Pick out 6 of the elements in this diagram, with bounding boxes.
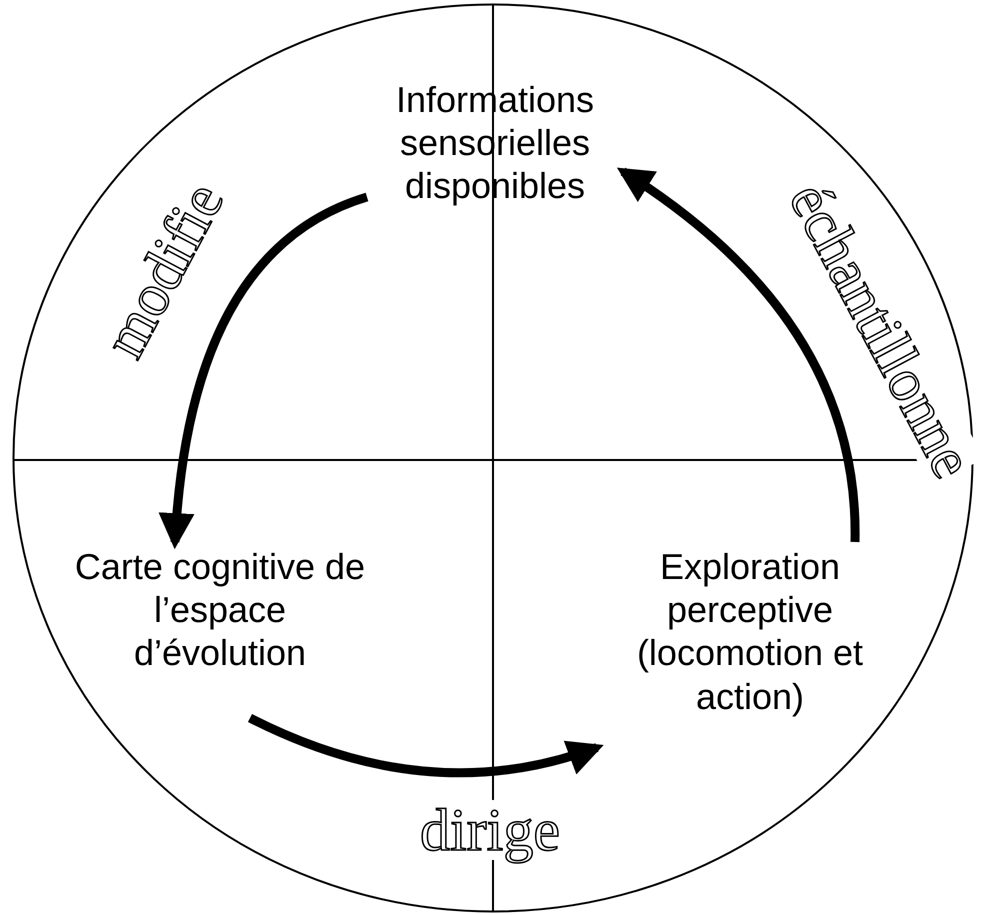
node-text: Exploration perceptive (locomotion et action)	[600, 545, 900, 770]
curved-arrow	[248, 714, 604, 778]
node-text: Carte cognitive de l’espace d’évolution	[70, 545, 370, 715]
curved-arrow	[159, 192, 369, 550]
cycle-circle	[12, 3, 974, 913]
curved-arrow	[617, 168, 860, 542]
